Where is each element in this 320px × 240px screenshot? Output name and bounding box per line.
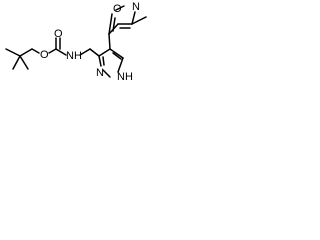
atom-o-ether: O bbox=[40, 49, 49, 61]
atom-n-isoxazole: N bbox=[132, 1, 140, 13]
bond-n-ch2 bbox=[79, 48, 91, 56]
bond-o-ether-right bbox=[48, 48, 57, 54]
bond-methyl bbox=[131, 16, 147, 25]
bond-tbu-1 bbox=[5, 48, 21, 57]
bond-pz-double-2 bbox=[102, 56, 105, 66]
molecule-structure: O O NH O N N N H bbox=[5, 1, 147, 83]
bond-pz-5 bbox=[98, 55, 102, 67]
bond-pz-4 bbox=[102, 69, 111, 78]
bond-c-n bbox=[55, 48, 67, 56]
isoxazole-ring bbox=[108, 5, 147, 50]
bond-pz-1 bbox=[98, 48, 111, 57]
bond-o-ether-left bbox=[31, 48, 40, 54]
bond-iso-3 bbox=[131, 11, 136, 25]
tert-butyl-group bbox=[5, 48, 33, 70]
bond-ch2-pyrazole bbox=[89, 48, 100, 57]
atom-o-carbonyl: O bbox=[54, 28, 63, 40]
atom-nh: NH bbox=[66, 50, 82, 62]
bond-tbu-3 bbox=[19, 55, 29, 70]
carbamate-group bbox=[31, 37, 91, 56]
atom-nh-pyrazole-n: N bbox=[117, 71, 125, 83]
bond-iso-4 bbox=[115, 5, 125, 11]
bond-iso-double-2 bbox=[112, 17, 116, 32]
atom-n-pyrazole: N bbox=[96, 67, 104, 79]
bond-tbu-2 bbox=[12, 55, 21, 70]
bond-pz-2 bbox=[109, 48, 124, 59]
bond-pz-iso bbox=[108, 33, 111, 50]
bond-tbu-4 bbox=[19, 48, 33, 57]
atom-o-isoxazole: O bbox=[113, 3, 122, 15]
bond-pz-3 bbox=[117, 57, 124, 73]
pyrazole-ring bbox=[98, 48, 124, 78]
atom-nh-pyrazole-h: H bbox=[125, 71, 133, 83]
bond-pz-double-1 bbox=[112, 52, 122, 60]
bond-iso-5 bbox=[108, 13, 113, 35]
